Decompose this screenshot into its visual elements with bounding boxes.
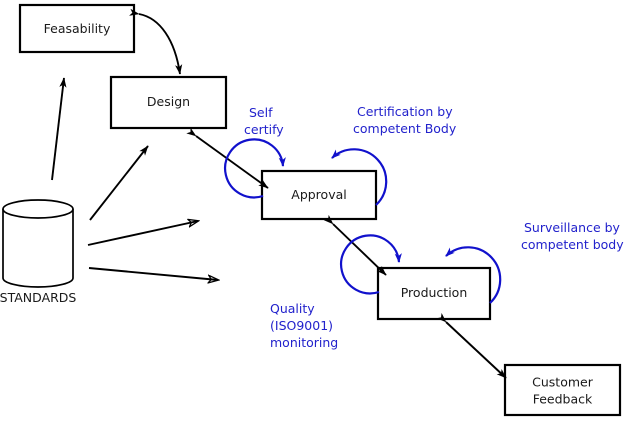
node-design[interactable]: Design: [109, 75, 228, 130]
arrow-standards-feasability: [51, 77, 67, 181]
loop-self-certify: [224, 138, 286, 199]
production-label: Production: [401, 285, 468, 300]
self-certify-line2: certify: [244, 122, 284, 137]
customer-feedback-box[interactable]: [503, 363, 622, 417]
arrow-design-feasability: [129, 8, 183, 75]
node-standards[interactable]: STANDARDS: [0, 199, 76, 305]
feasability-label: Feasability: [44, 21, 111, 36]
self-certify-line1: Self: [249, 105, 273, 120]
arrow-standards-production: [88, 267, 218, 280]
approval-label: Approval: [291, 187, 346, 202]
node-production[interactable]: Production: [376, 266, 492, 321]
loop-certification: [331, 148, 388, 206]
quality-line3: monitoring: [270, 335, 338, 350]
quality-line1: Quality: [270, 301, 315, 316]
arrow-production-approval: [323, 214, 387, 276]
design-box[interactable]: [109, 75, 228, 130]
annotation-quality-monitoring: Quality (ISO9001) monitoring: [270, 301, 338, 350]
arrow-standards-approval: [87, 221, 198, 246]
annotation-surveillance: Surveillance by competent body: [521, 220, 624, 252]
arrow-design-approval: [186, 127, 269, 189]
loop-quality-monitoring: [340, 234, 402, 295]
design-label: Design: [147, 94, 190, 109]
certification-line2: competent Body: [353, 121, 457, 136]
approval-box[interactable]: [260, 169, 378, 221]
annotation-certification: Certification by competent Body: [353, 104, 457, 136]
production-box[interactable]: [376, 266, 492, 321]
customer-feedback-label-line2: Feedback: [533, 392, 593, 407]
node-approval[interactable]: Approval: [260, 169, 378, 221]
arrow-standards-design: [89, 145, 149, 221]
surveillance-line1: Surveillance by: [524, 220, 621, 235]
loop-surveillance: [445, 246, 502, 304]
annotation-self-certify: Self certify: [244, 105, 284, 137]
node-feasability[interactable]: Feasability: [18, 3, 136, 54]
surveillance-line2: competent body: [521, 237, 624, 252]
feasability-box[interactable]: [18, 3, 136, 54]
customer-feedback-label-line1: Customer: [532, 375, 594, 390]
quality-line2: (ISO9001): [270, 318, 333, 333]
standards-label: STANDARDS: [0, 290, 76, 305]
node-customer-feedback[interactable]: Customer Feedback: [503, 363, 622, 417]
certification-line1: Certification by: [357, 104, 453, 119]
standards-cylinder-top[interactable]: [2, 199, 74, 219]
arrow-customer-feedback-production: [436, 312, 507, 379]
standards-cylinder-body[interactable]: [2, 209, 74, 288]
